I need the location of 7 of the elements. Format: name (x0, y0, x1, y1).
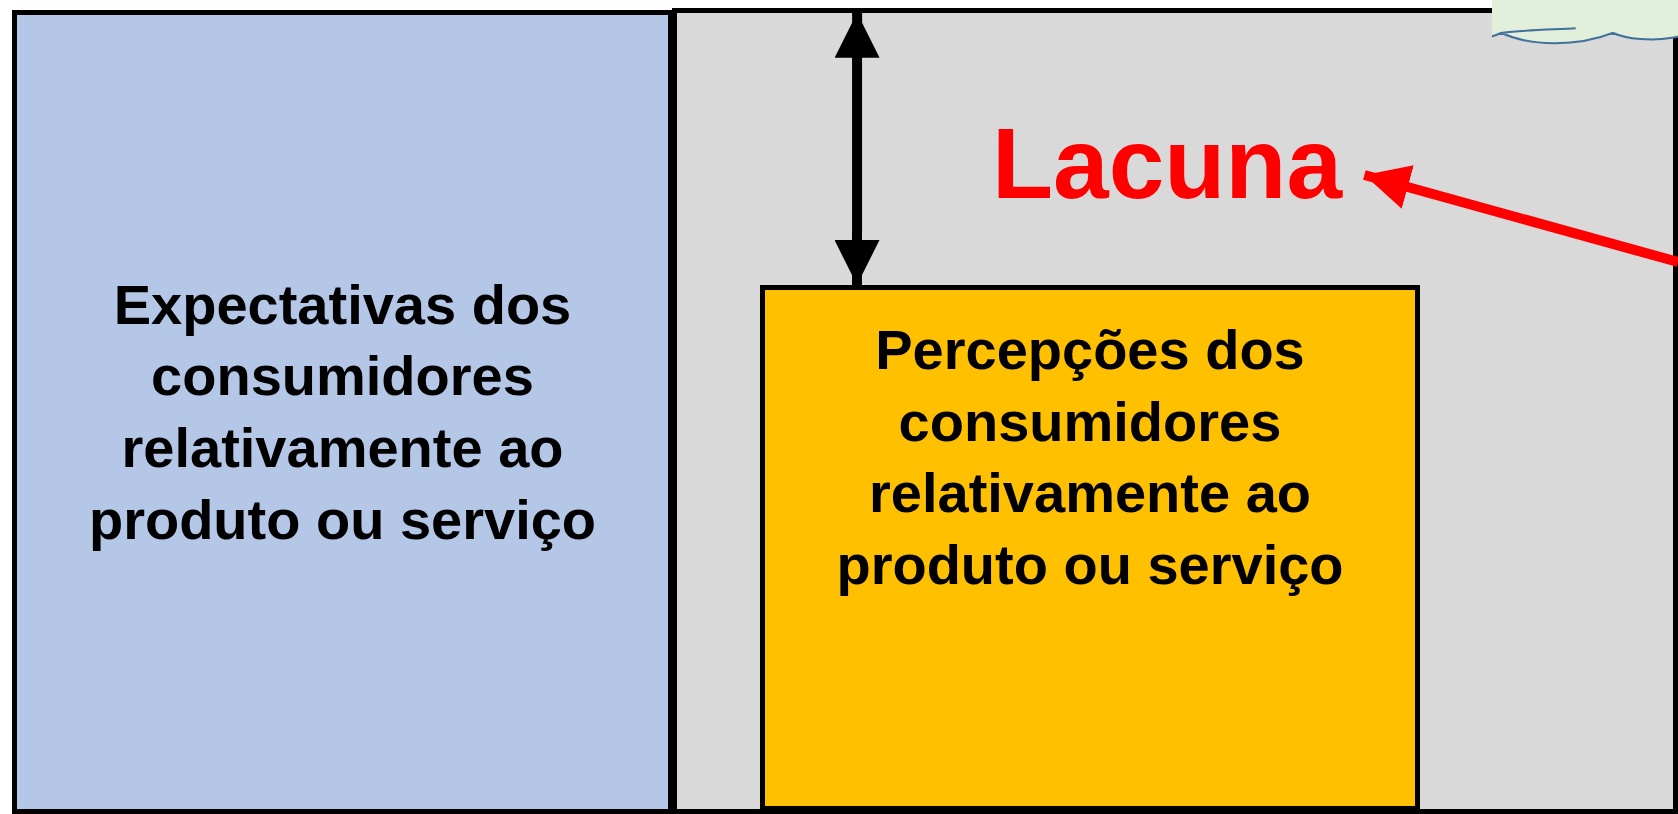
arrow (1363, 165, 1678, 267)
gap-label: Lacuna (957, 103, 1377, 223)
perceptions-box: Percepções dos consumidores relativamente ao produto ou serviço (760, 285, 1420, 811)
cloud-shape (1492, 0, 1678, 46)
expectations-box: Expectativas dos consumidores relativamente ao produto ou serviço (12, 10, 673, 814)
arrow (834, 12, 880, 285)
panel (672, 8, 1678, 814)
